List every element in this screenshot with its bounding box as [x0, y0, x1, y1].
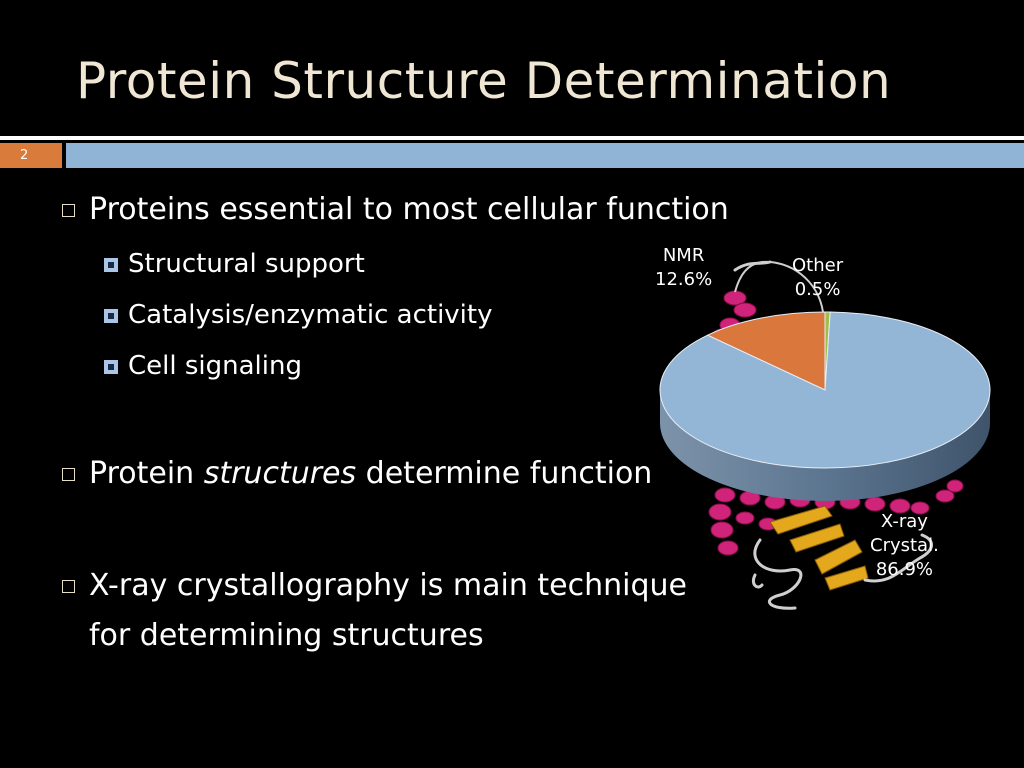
pie-chart-figure: NMR 12.6% Other 0.5% X-ray Crystal. 86.9… [650, 240, 1020, 620]
pie-slices [659, 311, 991, 469]
bullet-proteins-essential: Proteins essential to most cellular func… [62, 192, 729, 228]
subbullet-marker [104, 360, 118, 374]
subbullet-marker [104, 258, 118, 272]
bullet-marker [62, 468, 75, 481]
pie-slice-xray [659, 311, 991, 469]
header-accent-bar [66, 143, 1024, 168]
subbullet-structural-support: Structural support [104, 249, 365, 279]
subbullet-text: Structural support [128, 249, 365, 279]
bullet-text: Proteins essential to most cellular func… [89, 192, 729, 227]
bullet-structures-determine-function: Protein structures determine function [62, 456, 652, 492]
label-other-value: 0.5% [794, 279, 841, 300]
bullet-text-part: determine function [356, 456, 653, 491]
title-divider [0, 136, 1024, 140]
bullet-text-line1: X-ray crystallography is main technique [89, 568, 687, 603]
page-number-text: 2 [20, 148, 29, 163]
protein-ribbon-image [708, 260, 964, 610]
page-number: 2 [0, 143, 62, 168]
label-xray-value: 86.9% [875, 559, 933, 580]
label-xray-name: X-ray [880, 511, 928, 532]
bullet-text-italic: structures [203, 456, 357, 491]
subbullet-text: Cell signaling [128, 351, 302, 381]
bullet-xray-main-technique: X-ray crystallography is main technique f… [62, 568, 687, 654]
label-nmr-value: 12.6% [655, 269, 713, 290]
label-nmr-name: NMR [662, 245, 705, 266]
bullet-text: Protein structures determine function [89, 456, 652, 492]
bullet-marker [62, 204, 75, 217]
other-leader-line [734, 260, 824, 313]
subbullet-cell-signaling: Cell signaling [104, 351, 302, 381]
bullet-marker [62, 580, 75, 593]
pie-slice-nmr [706, 311, 826, 391]
slide-title: Protein Structure Determination [76, 52, 892, 110]
label-nmr: NMR 12.6% [655, 244, 712, 292]
subbullet-catalysis: Catalysis/enzymatic activity [104, 300, 492, 330]
label-other: Other 0.5% [792, 254, 843, 302]
pie-chart-svg [659, 260, 991, 610]
label-other-name: Other [792, 255, 844, 276]
subbullet-text: Catalysis/enzymatic activity [128, 300, 493, 330]
pie-side [660, 390, 990, 501]
label-xray: X-ray Crystal. 86.9% [870, 510, 939, 582]
subbullet-marker [104, 309, 118, 323]
bullet-text: X-ray crystallography is main technique f… [89, 568, 687, 654]
bullet-text-line2: for determining structures [89, 618, 484, 653]
bullet-text-part: Protein [89, 456, 204, 491]
label-xray-name2: Crystal. [870, 535, 939, 556]
